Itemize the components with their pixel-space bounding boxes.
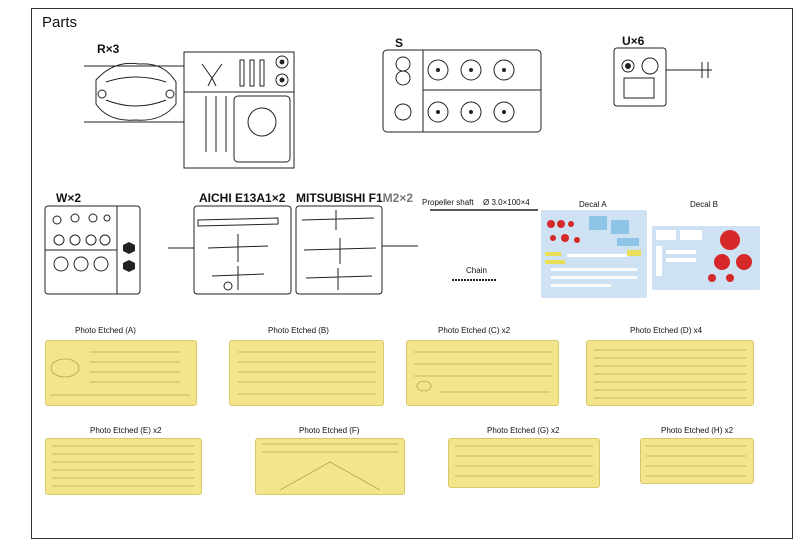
sprue-aichi-drawing: [168, 205, 292, 295]
sprue-mitsubishi-name: MITSUBISHI F1: [296, 191, 383, 205]
decal-a-sheet: [541, 210, 647, 298]
pe-a-label: Photo Etched (A): [75, 326, 136, 335]
sprue-mitsubishi-drawing: [295, 205, 418, 295]
propeller-shaft-label: Propeller shaft: [422, 198, 474, 207]
sprue-w-drawing: [44, 205, 141, 295]
pe-d-label: Photo Etched (D) x4: [630, 326, 703, 335]
pe-b-label: Photo Etched (B): [268, 326, 329, 335]
sprue-r-label: R×3: [97, 42, 120, 56]
sprue-aichi-label: AICHI E13A1×2: [199, 191, 286, 205]
propeller-shaft-drawing: [430, 209, 538, 211]
page-title: Parts: [42, 14, 78, 31]
pe-c-fret: [406, 340, 559, 406]
pe-e-label: Photo Etched (E) x2: [90, 426, 162, 435]
pe-h-label: Photo Etched (H) x2: [661, 426, 734, 435]
pe-e-fret: [45, 438, 202, 495]
chain-drawing: [452, 279, 496, 281]
decal-b-markings: [656, 230, 752, 282]
decal-b-label: Decal B: [690, 200, 719, 209]
pe-g-label: Photo Etched (G) x2: [487, 426, 560, 435]
decal-b-sheet: [652, 226, 760, 290]
sprue-s-label: S: [395, 36, 404, 50]
pe-d-fret: [586, 340, 754, 406]
pe-f-fret: [255, 438, 405, 495]
chain-label: Chain: [466, 266, 487, 275]
pe-c-label: Photo Etched (C) x2: [438, 326, 511, 335]
sprue-s-drawing: [382, 49, 542, 133]
pe-f-label: Photo Etched (F): [299, 426, 360, 435]
propeller-shaft-spec: Ø 3.0×100×4: [483, 198, 530, 207]
sprue-mitsubishi-suffix: M2×2: [382, 191, 414, 205]
decal-a-label: Decal A: [579, 200, 607, 209]
pe-b-fret: [229, 340, 384, 406]
sprue-mitsubishi-label: MITSUBISHI F1M2×2: [296, 191, 413, 205]
sprue-u-label: U×6: [622, 34, 645, 48]
sprue-u-drawing: [613, 47, 712, 107]
sprue-r-drawing: [84, 51, 295, 169]
sprue-w-label: W×2: [56, 191, 82, 205]
decal-a-markings: [545, 216, 641, 287]
